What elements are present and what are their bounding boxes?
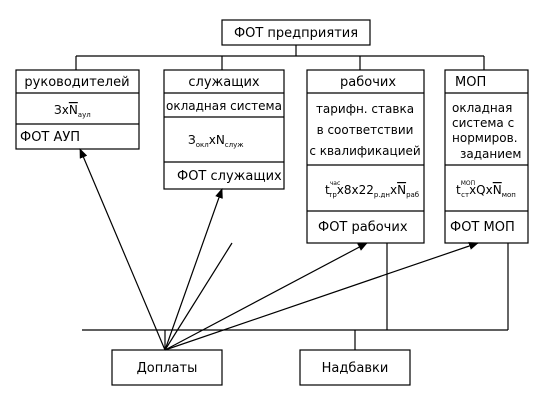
arrow-to-fot-rab bbox=[164, 242, 368, 351]
top-title: ФОТ предприятия bbox=[234, 26, 358, 41]
col1-header: руководителей bbox=[24, 75, 129, 90]
doplaty-box bbox=[111, 349, 223, 386]
col4-desc-2: система с bbox=[452, 116, 514, 130]
col4-fot: ФОТ МОП bbox=[450, 220, 515, 235]
nadbavki-label: Надбавки bbox=[322, 361, 389, 376]
col2-header: служащих bbox=[188, 75, 260, 90]
col4-box bbox=[444, 69, 529, 244]
col3-desc-2: в соответствии bbox=[317, 123, 414, 137]
col3-desc-3: с квалификацией bbox=[309, 144, 420, 158]
arrow-to-fot-mop bbox=[164, 242, 479, 351]
arrow-to-fot-aup bbox=[79, 148, 166, 351]
col2-fot: ФОТ служащих bbox=[177, 169, 282, 184]
nadbavki-box bbox=[299, 349, 411, 386]
col3-header: рабочих bbox=[340, 75, 396, 90]
col1-box bbox=[15, 69, 140, 150]
col3-desc-1: тарифн. ставка bbox=[316, 102, 414, 116]
col4-header: МОП bbox=[455, 75, 486, 90]
col2-box bbox=[163, 69, 285, 190]
line-doplaty-mid bbox=[164, 242, 233, 351]
col2-formula: ЗоклхNслуж bbox=[188, 133, 244, 149]
col4-desc-3: нормиров. bbox=[452, 131, 518, 145]
col4-desc-4: заданием bbox=[460, 147, 521, 161]
col4-desc-1: окладная bbox=[452, 101, 512, 115]
col1-formula: ЗхNаул bbox=[54, 103, 91, 119]
col1-fot: ФОТ АУП bbox=[20, 130, 80, 145]
col3-fot: ФОТ рабочих bbox=[318, 220, 408, 235]
doplaty-label: Доплаты bbox=[137, 361, 198, 376]
col2-system: окладная система bbox=[166, 99, 282, 113]
arrow-to-fot-sluzh bbox=[164, 188, 223, 351]
